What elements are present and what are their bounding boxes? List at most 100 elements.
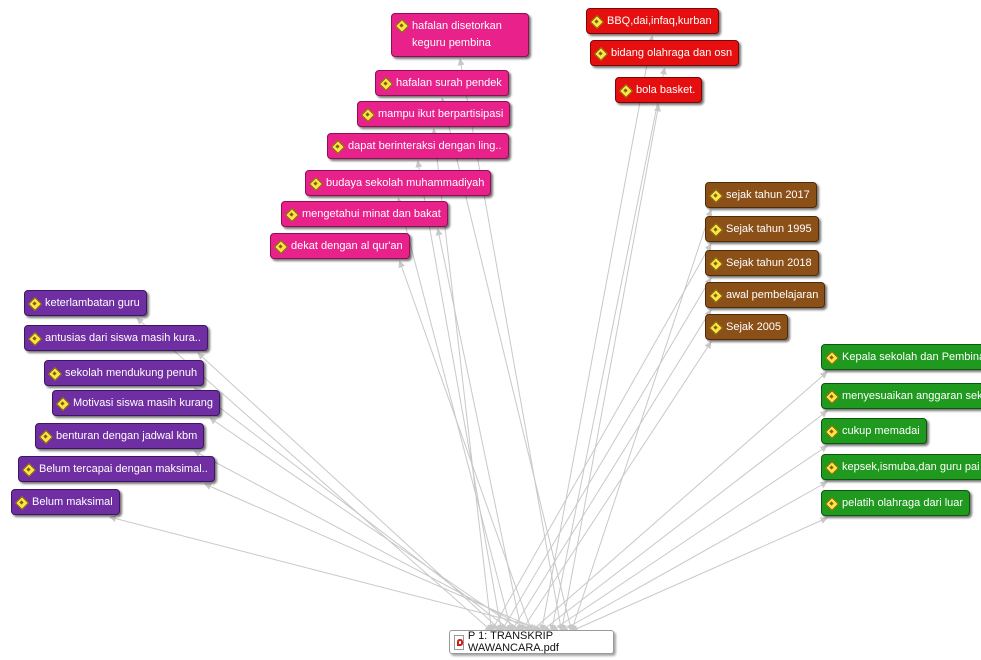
code-diamond-icon [39,430,52,443]
code-label: bidang olahraga dan osn [611,47,733,59]
code-node-dekat-alquran[interactable]: dekat dengan al qur'an [270,233,410,259]
document-node[interactable]: P 1: TRANSKRIP WAWANCARA.pdf [449,630,614,654]
code-diamond-icon [825,351,838,364]
link-arrow [415,160,504,632]
code-node-hafalan-disetorkan[interactable]: hafalan disetorkan keguru pembina [391,13,529,57]
link-arrow [539,35,655,632]
code-label: Motivasi siswa masih kurang [73,397,213,409]
code-label: kepsek,ismuba,dan guru pai [842,461,980,473]
code-diamond-icon [709,223,722,236]
code-label: mengetahui minat dan bakat [302,208,441,220]
code-label: pelatih olahraga dari luar [842,497,964,509]
code-diamond-icon [825,497,838,510]
code-diamond-icon [28,332,41,345]
code-diamond-icon [590,15,603,28]
link-arrow [398,260,533,632]
code-node-bbq-dai[interactable]: BBQ,dai,infaq,kurban [586,8,719,34]
code-diamond-icon [825,461,838,474]
code-node-pelatih-olahraga[interactable]: pelatih olahraga dari luar [821,490,971,516]
link-arrow [209,417,523,632]
code-diamond-icon [594,47,607,60]
code-label: dapat berinteraksi dengan ling.. [348,140,502,152]
link-arrow [501,277,712,632]
link-arrow [540,410,828,632]
link-arrow [570,517,828,632]
code-diamond-icon [28,297,41,310]
code-label: budaya sekolah muhammadiyah [326,177,485,189]
link-arrow [549,67,667,632]
code-node-belum-tercapai[interactable]: Belum tercapai dengan maksimal.. [18,456,215,482]
code-diamond-icon [709,257,722,270]
code-diamond-icon [274,240,287,253]
link-arrow [197,352,503,632]
code-diamond-icon [309,177,322,190]
pdf-icon [454,634,464,650]
code-label: BBQ,dai,infaq,kurban [607,15,712,27]
code-diamond-icon [48,367,61,380]
code-label: dekat dengan al qur'an [291,240,403,252]
link-arrow [570,209,713,632]
code-diamond-icon [56,397,69,410]
code-diamond-icon [825,425,838,438]
code-diamond-icon [15,496,28,509]
code-node-motivasi-siswa[interactable]: Motivasi siswa masih kurang [52,390,220,416]
code-node-awal-pembelajaran[interactable]: awal pembelajaran [705,282,826,308]
code-diamond-icon [22,463,35,476]
code-node-budaya-sekolah[interactable]: budaya sekolah muhammadiyah [305,170,492,196]
code-node-sejak-2017[interactable]: sejak tahun 2017 [705,182,817,208]
link-arrow [550,445,828,632]
code-label: hafalan disetorkan keguru pembina [412,20,502,49]
code-label: benturan dengan jadwal kbm [56,430,198,442]
code-diamond-icon [285,208,298,221]
code-label: sejak tahun 2017 [726,189,810,201]
code-label: Belum maksimal [32,496,113,508]
code-node-belum-maksimal[interactable]: Belum maksimal [11,489,120,515]
link-arrow [530,371,828,632]
code-label: bola basket. [636,84,696,96]
link-arrow [435,228,524,632]
code-label: Kepala sekolah dan Pembina roh.. [842,351,981,363]
link-arrow [560,481,828,632]
code-node-benturan-jadwal[interactable]: benturan dengan jadwal kbm [35,423,205,449]
code-node-anggaran-sekolah[interactable]: menyesuaikan anggaran sekolah [821,383,981,409]
code-node-minat-bakat[interactable]: mengetahui minat dan bakat [281,201,448,227]
code-node-sejak-1995[interactable]: Sejak tahun 1995 [705,216,819,242]
code-node-berinteraksi[interactable]: dapat berinteraksi dengan ling.. [327,133,509,159]
code-node-hafalan-surah[interactable]: hafalan surah pendek [375,70,509,96]
code-label: hafalan surah pendek [396,77,502,89]
code-node-cukup-memadai[interactable]: cukup memadai [821,418,927,444]
code-label: menyesuaikan anggaran sekolah [842,390,981,402]
code-node-kepala-sekolah[interactable]: Kepala sekolah dan Pembina roh.. [821,344,981,370]
link-arrow [204,483,543,632]
code-label: Belum tercapai dengan maksimal.. [39,463,208,475]
code-node-sejak-2018[interactable]: Sejak tahun 2018 [705,250,819,276]
code-diamond-icon [709,289,722,302]
code-diamond-icon [361,108,374,121]
code-label: Sejak 2005 [726,321,782,333]
code-label: keterlambatan guru [45,297,140,309]
code-node-bidang-olahraga[interactable]: bidang olahraga dan osn [590,40,740,66]
code-diamond-icon [619,84,632,97]
code-diamond-icon [331,140,344,153]
code-node-antusias-siswa[interactable]: antusias dari siswa masih kura.. [24,325,208,351]
code-node-kepsek-ismuba[interactable]: kepsek,ismuba,dan guru pai [821,454,981,480]
code-diamond-icon [825,390,838,403]
code-diamond-icon [379,77,392,90]
code-label: antusias dari siswa masih kura.. [45,332,201,344]
code-label: awal pembelajaran [726,289,819,301]
code-diamond-icon [395,19,408,32]
code-label: mampu ikut berpartisipasi [378,108,504,120]
document-label: P 1: TRANSKRIP WAWANCARA.pdf [467,630,559,654]
code-label: cukup memadai [842,425,920,437]
code-node-keterlambatan-guru[interactable]: keterlambatan guru [24,290,147,316]
code-diamond-icon [709,321,722,334]
code-node-sejak-2005[interactable]: Sejak 2005 [705,314,789,340]
code-label: sekolah mendukung penuh [65,367,198,379]
code-node-sekolah-mendukung[interactable]: sekolah mendukung penuh [44,360,205,386]
code-diamond-icon [709,189,722,202]
code-node-bola-basket[interactable]: bola basket. [615,77,703,103]
code-label: Sejak tahun 1995 [726,223,812,235]
code-node-ikut-berpartisipasi[interactable]: mampu ikut berpartisipasi [357,101,511,127]
code-label: Sejak tahun 2018 [726,257,812,269]
